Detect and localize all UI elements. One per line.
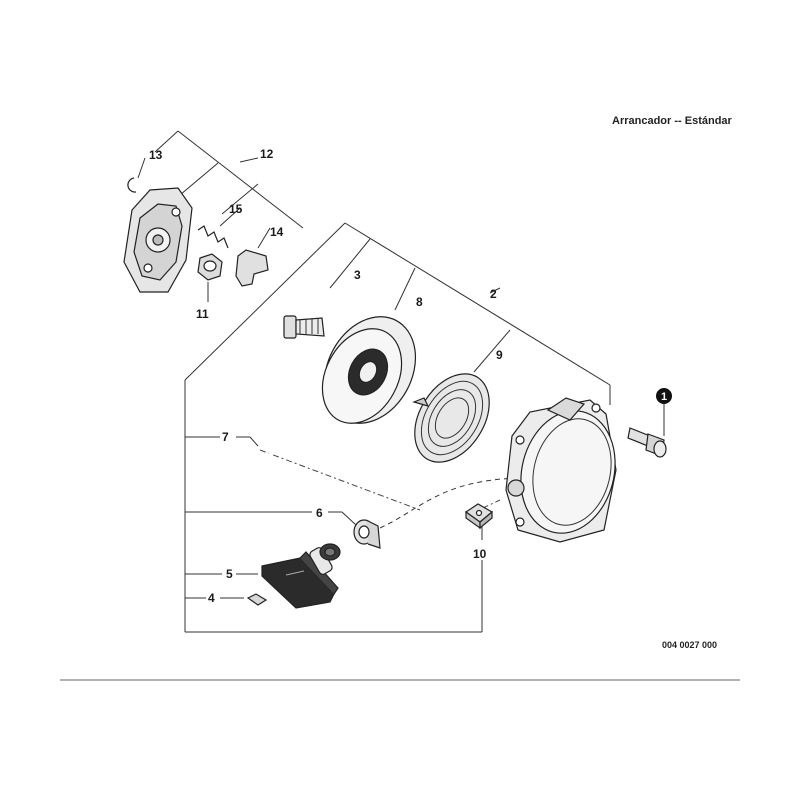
callout-11: 11 [196,307,209,321]
handle-insert-part [246,593,268,606]
small-spring-part [197,225,229,249]
starter-rope-part [237,419,331,473]
center-bolt-part [283,315,325,339]
pawl-part [235,249,269,287]
drawing-code: 004 0027 000 [662,640,717,650]
callout-1: 1 [661,391,667,403]
callout-labels: 13 12 15 14 11 3 2 8 9 7 6 5 4 10 1 [149,147,672,605]
callout-9: 9 [496,348,503,362]
ratchet-cover-part [123,187,193,293]
callout-6: 6 [316,506,323,520]
housing-screw-part [627,427,667,458]
recoil-spring-part [412,373,490,463]
callout-12: 12 [260,147,274,161]
callout-13: 13 [149,148,163,162]
hex-nut-part [197,253,223,281]
leader-lines [137,130,611,633]
callout-5: 5 [226,567,233,581]
callout-3: 3 [354,268,361,282]
callout-14: 14 [270,225,284,239]
starter-housing-part [505,397,617,543]
callout-8: 8 [416,295,423,309]
callout-1-badge [656,388,672,404]
callout-4: 4 [208,591,215,605]
callout-15: 15 [229,202,243,216]
callout-10: 10 [473,547,487,561]
rope-pulley-part [321,316,417,424]
rope-guide-part [353,519,381,549]
callout-2: 2 [490,287,497,301]
square-nut-part [464,503,494,530]
circlip-part [127,177,137,193]
diagram-title: Arrancador -- Estándar [612,115,733,127]
starter-handle-part [261,543,341,609]
callout-7: 7 [222,430,229,444]
